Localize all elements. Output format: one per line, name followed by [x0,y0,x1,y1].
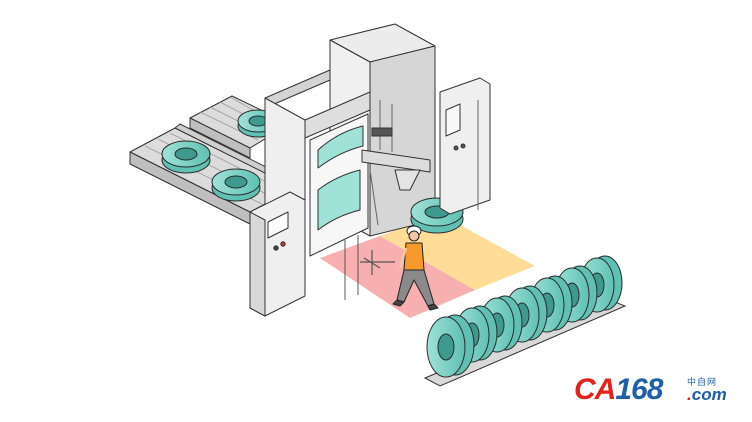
logo-wordmark: CA168 [574,373,663,406]
logo-brand-number: 168 [615,373,663,406]
worker-icon [392,225,439,311]
logo-brand-letters: CA [574,373,616,406]
logo-chinese-text: 中自网 [687,378,718,388]
tire-row [426,255,623,378]
tire-icon [161,140,211,174]
control-panel-icon [249,191,306,317]
tire-icon [426,314,475,378]
right-cabinet [439,77,491,215]
tire-icon [211,168,261,202]
ca168-logo[interactable]: CA168 中自网 .com [574,375,742,409]
floor-stand [360,250,395,275]
red-safety-zone [320,236,475,318]
logo-domain-dot: . [687,385,692,404]
logo-domain-text: com [691,385,727,404]
logo-domain: .com [687,386,727,404]
robot-gripper [361,100,431,226]
